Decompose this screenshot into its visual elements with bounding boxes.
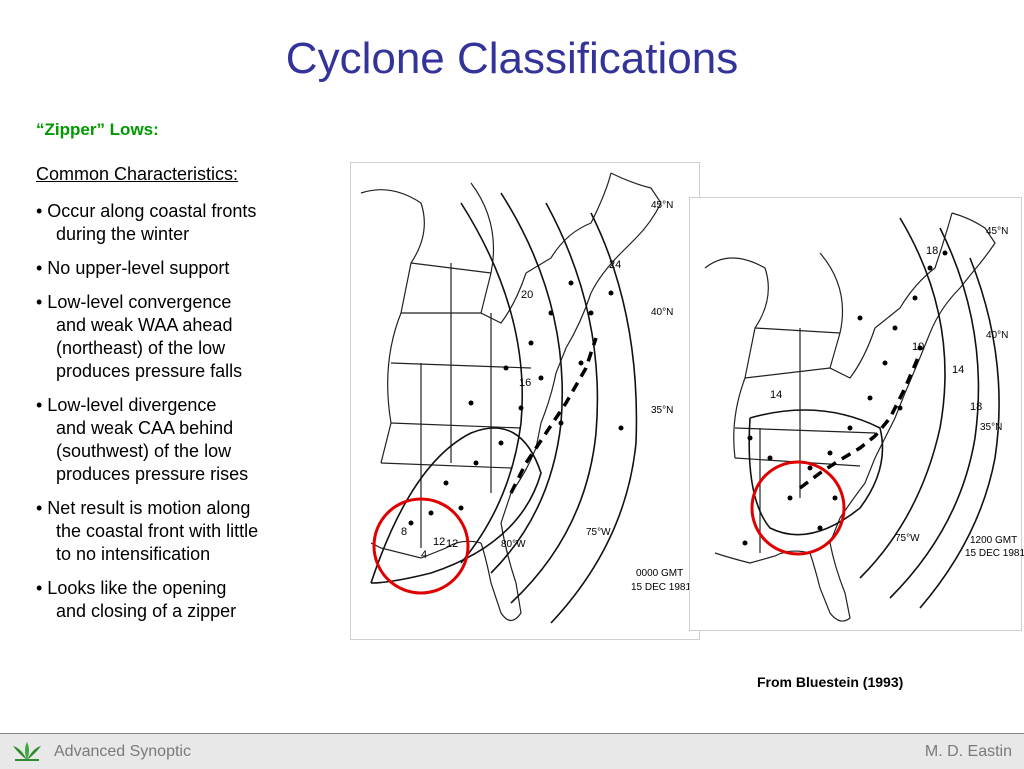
lat-45-label: 45°N [651, 200, 673, 211]
bullet-text: • Low-level convergence [36, 292, 232, 312]
slide-subtitle: “Zipper” Lows: [36, 120, 159, 139]
lon-75-label: 75°W [586, 527, 611, 538]
isobar-label: 20 [521, 289, 533, 301]
bullet-text: • Occur along coastal fronts [36, 201, 257, 221]
footer-bar: Advanced Synoptic M. D. Eastin [0, 733, 1024, 769]
figure-caption: From Bluestein (1993) [757, 674, 904, 690]
bullet-item: • Net result is motion along the coastal… [36, 497, 336, 566]
leaf-logo-icon [9, 740, 45, 767]
lat-45-label: 45°N [986, 226, 1008, 237]
bullet-text: • No upper-level support [36, 258, 230, 278]
isobar-label: 12 [446, 538, 458, 550]
bullet-list: Common Characteristics: • Occur along co… [36, 163, 336, 634]
bullet-text: to no intensification [56, 544, 211, 564]
bullet-text: during the winter [56, 224, 190, 244]
isobar-label: 14 [770, 389, 782, 401]
slide-title: Cyclone Classifications [285, 34, 739, 83]
isobar-label: 18 [926, 245, 938, 257]
bullet-item: • Looks like the opening and closing of … [36, 577, 336, 623]
lon-75-label: 75°W [895, 533, 920, 544]
bullet-text: produces pressure rises [56, 464, 249, 484]
bullet-text: (southwest) of the low [56, 441, 232, 461]
bullet-item: • No upper-level support [36, 257, 336, 280]
bullet-item: • Low-level divergence and weak CAA behi… [36, 394, 336, 486]
map-time-label: 1200 GMT [970, 535, 1017, 546]
bullet-text: and weak WAA ahead [56, 315, 233, 335]
characteristics-heading: Common Characteristics: [36, 164, 239, 184]
map-coastline [704, 212, 996, 622]
lat-40-label: 40°N [651, 307, 673, 318]
isobars [748, 217, 1000, 609]
coastal-front [798, 352, 922, 490]
lat-35-label: 35°N [651, 405, 673, 416]
weather-map-0000gmt: 45°N 40°N 35°N 80°W 75°W 0000 GMT 15 DEC… [350, 162, 700, 640]
coastal-front [509, 337, 598, 494]
isobar-label: 4 [421, 549, 427, 561]
lon-80-label: 80°W [501, 539, 526, 550]
low-center-circle [750, 460, 846, 556]
isobar-label: 8 [401, 526, 407, 538]
bullet-text: • Looks like the opening [36, 578, 227, 598]
map-labels: 45°N 40°N 35°N 75°W 1200 GMT 15 DEC 1981… [770, 226, 1024, 559]
lat-40-label: 40°N [986, 330, 1008, 341]
bullet-item: • Low-level convergence and weak WAA ahe… [36, 291, 336, 383]
bullet-text: produces pressure falls [56, 361, 243, 381]
bullet-item: • Occur along coastal fronts during the … [36, 200, 336, 246]
map-coastline [360, 172, 662, 622]
footer-author: M. D. Eastin [924, 743, 1012, 760]
isobars [370, 192, 638, 624]
map-date-label: 15 DEC 1981 [631, 582, 691, 593]
isobar-label: 24 [609, 259, 621, 271]
station-dots [742, 250, 948, 546]
weather-map-1200gmt: 45°N 40°N 35°N 75°W 1200 GMT 15 DEC 1981… [689, 197, 1024, 631]
bullet-text: • Low-level divergence [36, 395, 217, 415]
bullet-text: • Net result is motion along [36, 498, 251, 518]
map-time-label: 0000 GMT [636, 568, 683, 579]
isobar-label: 16 [519, 377, 531, 389]
isobar-label: 14 [952, 364, 964, 376]
footer-course: Advanced Synoptic [54, 743, 191, 760]
bullet-text: and weak CAA behind [56, 418, 234, 438]
bullet-text: (northeast) of the low [56, 338, 226, 358]
bullet-text: the coastal front with little [56, 521, 259, 541]
isobar-label: 10 [912, 341, 924, 353]
station-dots [408, 280, 624, 526]
lat-35-label: 35°N [980, 422, 1002, 433]
low-center-circle [372, 497, 470, 595]
map-date-label: 15 DEC 1981 [965, 548, 1024, 559]
map-labels: 45°N 40°N 35°N 80°W 75°W 0000 GMT 15 DEC… [401, 200, 691, 593]
isobar-label: 12 [433, 536, 445, 548]
isobar-label: 18 [970, 401, 982, 413]
bullet-text: and closing of a zipper [56, 601, 237, 621]
